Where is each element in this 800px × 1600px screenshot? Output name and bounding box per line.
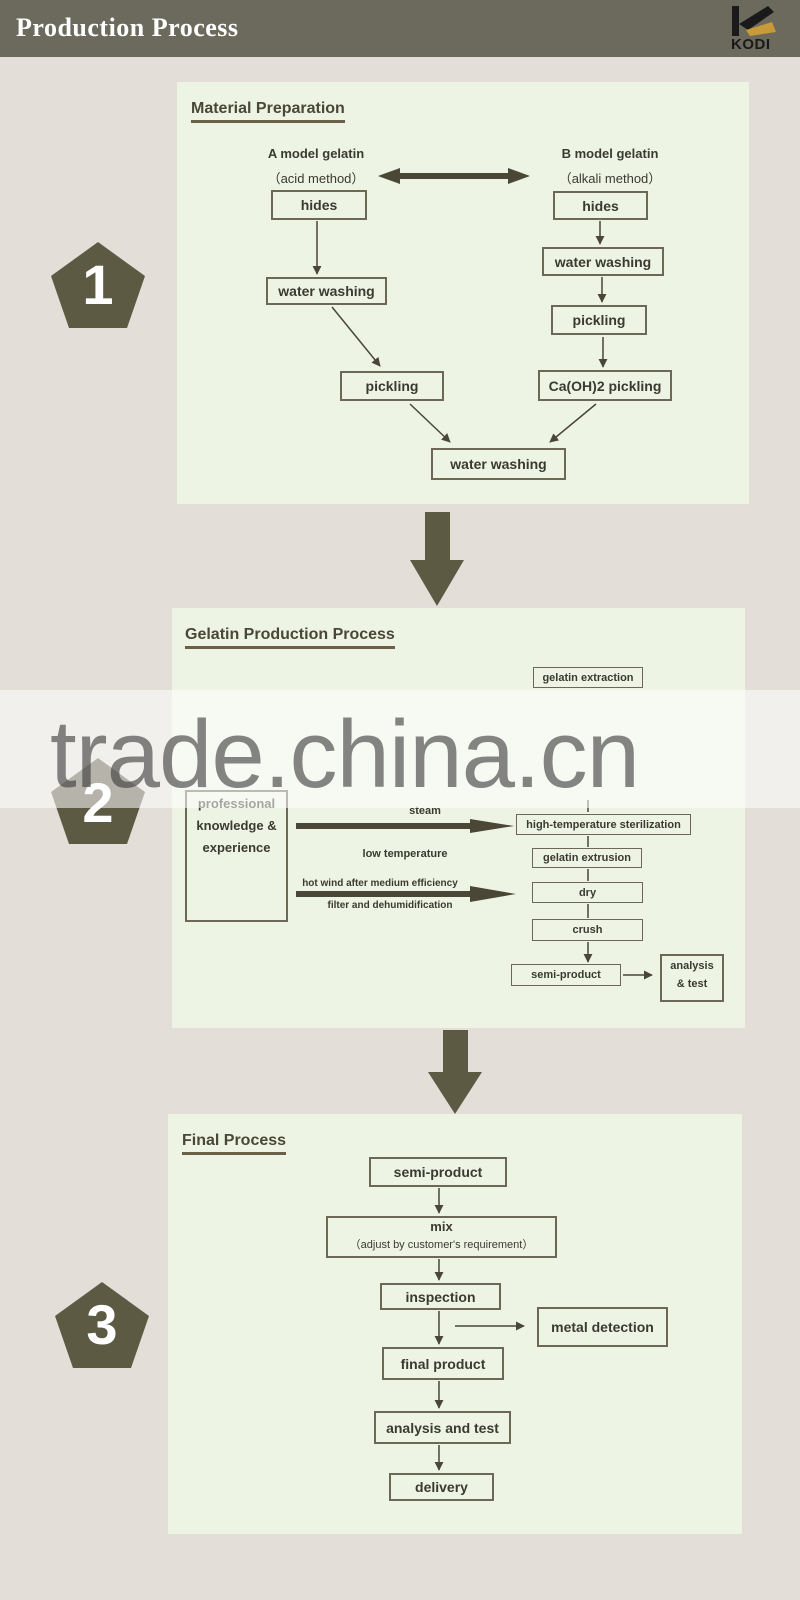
section-1-title: Material Preparation (191, 100, 345, 123)
watermark-text: trade.china.cn (50, 701, 640, 808)
page-title: Production Process (16, 13, 239, 42)
final-water-washing-box: water washing (431, 448, 566, 480)
section-2-title: Gelatin Production Process (185, 626, 395, 649)
crush-box: crush (532, 919, 643, 941)
analysis-line-2: & test (676, 978, 708, 990)
mix-note: （adjust by customer's requirement） (349, 1239, 534, 1251)
big-arrow-1-to-2 (410, 512, 464, 606)
b-model-title: B model gelatin (561, 146, 659, 161)
analysis-and-test-box: analysis and test (374, 1411, 511, 1444)
semi-product-box-3: semi-product (369, 1157, 507, 1187)
section-3-title: Final Process (182, 1132, 287, 1155)
delivery-box: delivery (389, 1473, 494, 1501)
low-temperature-label: low temperature (362, 848, 448, 860)
final-product-box: final product (382, 1347, 504, 1380)
a-hides-box: hides (271, 190, 367, 220)
a-water-washing-box: water washing (266, 277, 387, 305)
watermark-band (0, 690, 800, 808)
knowledge-line-2: knowledge & (196, 818, 277, 833)
logo-text: KODI (731, 36, 771, 53)
b-pickling-box: pickling (551, 305, 647, 335)
knowledge-line-3: experience (202, 840, 271, 855)
dry-box: dry (532, 882, 643, 903)
step-1-badge (51, 242, 145, 328)
b-water-washing-box: water washing (542, 247, 664, 276)
kodi-logo-icon (732, 6, 776, 36)
step-3-number: 3 (86, 1293, 118, 1356)
header-bar: Production Process KODI (0, 0, 800, 57)
b-hides-box: hides (553, 191, 648, 220)
sterilization-box: high-temperature sterilization (516, 814, 691, 835)
hot-wind-label-1: hot wind after medium efficiency (302, 878, 458, 889)
hot-wind-label-2: filter and dehumidification (327, 900, 453, 911)
steam-label: steam (409, 805, 441, 817)
a-pickling-box: pickling (340, 371, 444, 401)
big-arrow-2-to-3 (428, 1030, 482, 1114)
b-caoh-pickling-box: Ca(OH)2 pickling (538, 370, 672, 401)
mix-label: mix (430, 1219, 453, 1234)
mix-box (326, 1216, 557, 1258)
a-model-method: （acid method） (267, 171, 365, 186)
extrusion-box: gelatin extrusion (532, 848, 642, 868)
b-model-method: （alkali method） (558, 171, 662, 186)
step-3-badge (55, 1282, 149, 1368)
semi-product-box-2: semi-product (511, 964, 621, 986)
a-model-title: A model gelatin (267, 146, 365, 161)
gelatin-extraction-box: gelatin extraction (533, 667, 643, 688)
analysis-line-1: analysis (670, 960, 714, 972)
inspection-box: inspection (380, 1283, 501, 1310)
metal-detection-box: metal detection (537, 1307, 668, 1347)
step-1-number: 1 (82, 253, 114, 316)
analysis-test-box (660, 954, 724, 1002)
